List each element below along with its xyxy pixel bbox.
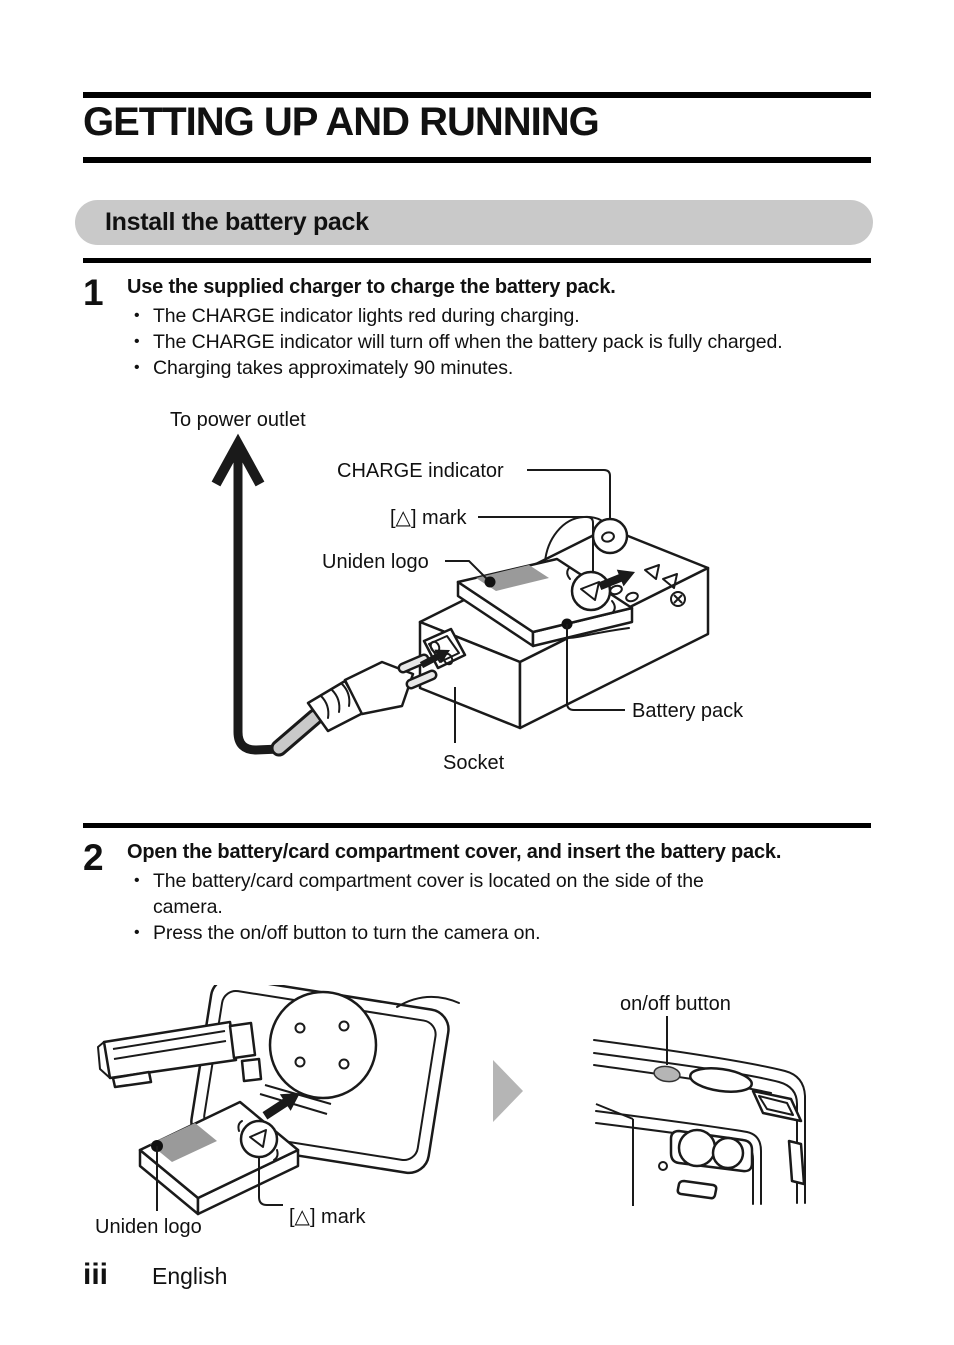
bullet-text: Press the on/off button to turn the came… [153, 922, 541, 944]
step-1-heading: Use the supplied charger to charge the b… [127, 276, 616, 298]
screw-glyph [670, 591, 686, 607]
bullet-item: • The CHARGE indicator will turn off when… [127, 329, 867, 355]
label-on-off-button: on/off button [620, 993, 731, 1015]
triangle-mark-circle [566, 567, 616, 613]
bullet-text: The CHARGE indicator will turn off when … [153, 331, 783, 353]
shutter-button [689, 1067, 753, 1093]
step-2-bullets: • The battery/card compartment cover is l… [127, 868, 757, 946]
camera-bottom-illustration [97, 985, 460, 1216]
bullet-text: Charging takes approximately 90 minutes. [153, 357, 514, 379]
battery-pack-illustration [456, 557, 639, 648]
bullet-item: • The battery/card compartment cover is l… [127, 868, 757, 920]
power-cord-arrow-icon [211, 433, 285, 755]
section-heading: Install the battery pack [105, 208, 369, 236]
on-off-button [653, 1065, 681, 1083]
step-1-bullets: • The CHARGE indicator lights red during … [127, 303, 867, 381]
bullet-item: • Charging takes approximately 90 minutes… [127, 355, 867, 381]
figure-charger: To power outlet CHARGE indicator [△] mar… [170, 409, 744, 774]
charge-indicator-circle [591, 517, 629, 555]
viewfinder-window [676, 1179, 718, 1200]
label-socket: Socket [443, 752, 505, 774]
bullet-dot: • [134, 307, 140, 324]
bullet-dot: • [134, 924, 140, 941]
transition-arrow-icon [493, 1060, 523, 1122]
leader-uniden-logo [445, 560, 489, 581]
tripod-mount [268, 990, 378, 1100]
step1-rule [83, 258, 871, 263]
bullet-item: • The CHARGE indicator lights red during … [127, 303, 867, 329]
leader-battery-pack [566, 624, 625, 711]
label-triangle-mark: [△] mark [289, 1206, 366, 1228]
step-1-number: 1 [83, 272, 104, 313]
contact-triangle-glyph [662, 573, 678, 589]
bullet-dot: • [134, 333, 140, 350]
label-to-power-outlet: To power outlet [170, 409, 306, 431]
footer-page-number: iii [83, 1258, 109, 1291]
bullet-text: The battery/card compartment cover is lo… [153, 870, 704, 918]
bullet-dot: • [134, 872, 140, 889]
page-title: GETTING UP AND RUNNING [83, 100, 600, 144]
triangle-mark-circle [237, 1119, 279, 1161]
power-plug [270, 643, 454, 757]
step-2-heading: Open the battery/card compartment cover,… [127, 841, 782, 863]
step-2: 2 Open the battery/card compartment cove… [83, 837, 873, 946]
step2-rule [83, 823, 871, 828]
label-triangle-mark: [△] mark [390, 507, 467, 529]
label-uniden-logo: Uniden logo [95, 1216, 202, 1238]
bullet-dot: • [134, 359, 140, 376]
lens-circle [711, 1136, 745, 1170]
lens-circle [677, 1128, 717, 1168]
battery-pack-illustration [138, 1100, 300, 1216]
leader-triangle-mark [478, 516, 594, 571]
section-heading-pill: Install the battery pack [75, 200, 873, 245]
battery-cover-open [97, 1020, 257, 1089]
side-lug [787, 1139, 806, 1186]
header-rule-bottom [83, 157, 871, 163]
contact-triangle-glyph [644, 564, 660, 580]
compartment-latch [240, 1057, 263, 1083]
leader-triangle-mark [258, 1157, 283, 1206]
bullet-item: • Press the on/off button to turn the cam… [127, 920, 757, 946]
figure-camera: on/off button Uniden logo [△] mark [95, 985, 806, 1238]
uniden-logo-patch [150, 1123, 217, 1162]
header-rule-top [83, 92, 871, 98]
camera-back-illustration [593, 1016, 806, 1206]
leader-charge-indicator [527, 469, 611, 518]
bullet-text: The CHARGE indicator lights red during c… [153, 305, 580, 327]
leader-dot [484, 576, 496, 588]
label-charge-indicator: CHARGE indicator [337, 460, 504, 482]
label-battery-pack: Battery pack [632, 700, 744, 722]
label-uniden-logo: Uniden logo [322, 551, 429, 573]
step-1: 1 Use the supplied charger to charge the… [83, 272, 873, 381]
footer-language: English [152, 1263, 228, 1289]
contact-oval-glyph [625, 591, 639, 603]
step-2-number: 2 [83, 837, 104, 878]
